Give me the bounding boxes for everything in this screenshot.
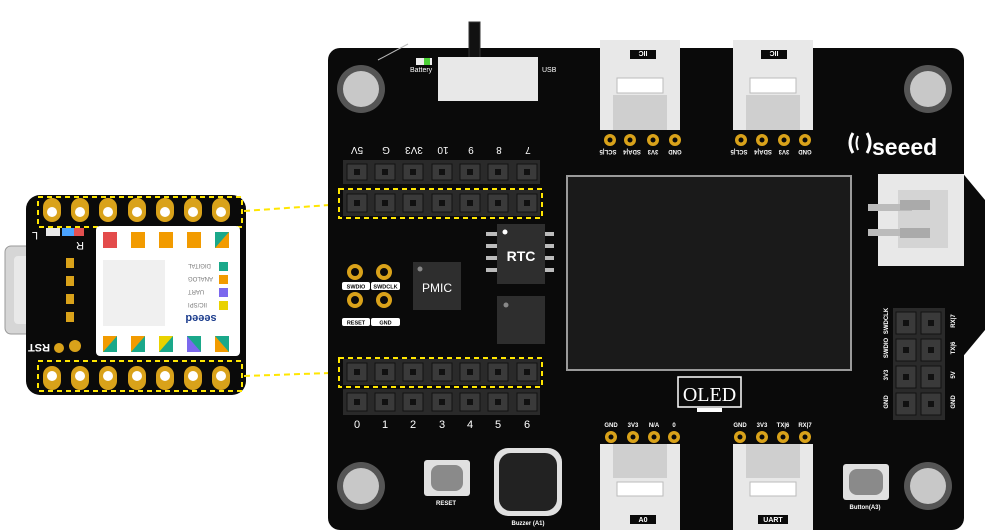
oled-label: OLED [683,384,736,406]
usb-label: USB [542,67,557,74]
svg-text:0: 0 [672,423,676,429]
iic-left-title: IIC [639,49,648,56]
hdr-g: G [382,144,390,155]
hdr-2: 2 [410,419,416,431]
svg-text:SCL|5: SCL|5 [599,148,617,154]
legend-digital: DIGITAL [187,262,211,268]
svg-text:TX|6: TX|6 [951,341,957,354]
svg-text:SDA|4: SDA|4 [622,148,640,154]
battery-jst-connector [868,174,964,266]
xiao-module: L R DIGITAL ANALOG UART IIC/SPI seeed [4,195,246,395]
module-top-pads [43,198,230,222]
svg-text:3V3: 3V3 [778,148,789,154]
grove-iic-right: IIC GND 3V3 SDA|4 SCL|5 [730,40,813,154]
legend-iic-spi: IIC/SPI [188,301,207,307]
usb-switch-lever [468,21,481,59]
reset-button[interactable]: RESET [424,460,470,507]
hdr-0: 0 [354,419,360,431]
svg-text:3V3: 3V3 [628,423,639,429]
rtc-chip: RTC [486,224,554,284]
grove-iic-left: IIC GND 3V3 SDA|4 SCL|5 [599,40,682,154]
module-brand: seeed [185,312,216,324]
top-header-labels: 5V G 3V3 10 9 8 7 [351,144,531,155]
svg-text:RX|7: RX|7 [798,423,812,429]
uart-title: UART [763,517,783,524]
bottom-header-highlight [338,357,543,388]
grove-uart: GND 3V3 TX|6 RX|7 UART [733,423,813,530]
buzzer-label: Buzzer (A1) [511,521,544,527]
user-button[interactable]: Button(A3) [843,464,889,511]
oled-label-box [677,376,742,408]
a0-title: A0 [639,517,648,524]
user-button-label: Button(A3) [850,505,881,511]
usb-port [438,57,538,101]
hdr-5: 5 [495,419,501,431]
svg-text:GND: GND [951,395,957,409]
hdr-4: 4 [467,419,473,431]
top-header-highlight [338,188,543,219]
mounting-holes [337,65,952,510]
svg-text:SWDCLK: SWDCLK [884,307,890,334]
gnd-pad-label: GND [379,321,391,327]
rtc-label: RTC [507,248,536,264]
svg-text:3V3: 3V3 [647,148,658,154]
svg-text:N/A: N/A [649,423,660,429]
swdclk-label: SWDCLK [373,285,397,291]
svg-text:GND: GND [604,423,618,429]
bottom-header-rows [338,357,543,415]
hdr-9: 9 [468,144,474,155]
side-mark-r: R [76,239,84,251]
hdr-1: 1 [382,419,388,431]
legend-analog: ANALOG [188,275,213,281]
grove-a0: GND 3V3 N/A 0 A0 [600,423,680,530]
svg-text:5V: 5V [951,371,957,378]
svg-text:SCL|5: SCL|5 [730,148,748,154]
reset-button-label: RESET [436,501,456,507]
bottom-header-labels: 0 1 2 3 4 5 6 [354,419,530,431]
leader-lines [243,200,340,379]
iic-right-title: IIC [770,49,779,56]
hdr-5v: 5V [351,144,364,155]
svg-text:GND: GND [884,395,890,409]
svg-text:RX|7: RX|7 [951,314,957,328]
swd-pads: SWDIO SWDCLK RESET GND [342,264,400,327]
svg-text:SWDIO: SWDIO [884,338,890,359]
hdr-8: 8 [496,144,502,155]
side-mark-l: L [32,229,38,241]
reset-pad-label: RESET [347,321,366,327]
module-rst-label: RST [28,341,50,353]
sensor-chip [497,296,545,344]
svg-text:GND: GND [733,423,747,429]
hdr-3: 3 [439,419,445,431]
module-bottom-squares [103,336,229,352]
legend-uart: UART [188,288,205,294]
hdr-6: 6 [524,419,530,431]
hdr-10: 10 [437,144,449,155]
swdio-label: SWDIO [347,285,366,291]
seeed-logo: seeed [848,132,937,160]
expansion-board: Battery USB 5V G 3V3 10 9 8 7 [328,21,985,530]
svg-text:SDA|4: SDA|4 [753,148,771,154]
hdr-7: 7 [525,144,531,155]
seeed-brand-text: seeed [872,134,937,160]
oled-screen [566,175,852,371]
svg-text:3V3: 3V3 [884,369,890,380]
buzzer: Buzzer (A1) [494,448,562,527]
pmic-label: PMIC [422,281,452,295]
battery-label: Battery [410,67,433,74]
module-bottom-pads [43,366,230,390]
side-swd-header: SWDCLK SWDIO 3V3 GND RX|7 TX|6 5V GND [884,307,957,420]
svg-text:GND: GND [798,148,812,154]
svg-text:TX|6: TX|6 [777,423,790,429]
hdr-3v3: 3V3 [405,144,423,155]
svg-text:GND: GND [668,148,682,154]
top-header-rows [338,160,543,219]
module-bottom-highlight [37,360,243,392]
svg-text:3V3: 3V3 [757,423,768,429]
